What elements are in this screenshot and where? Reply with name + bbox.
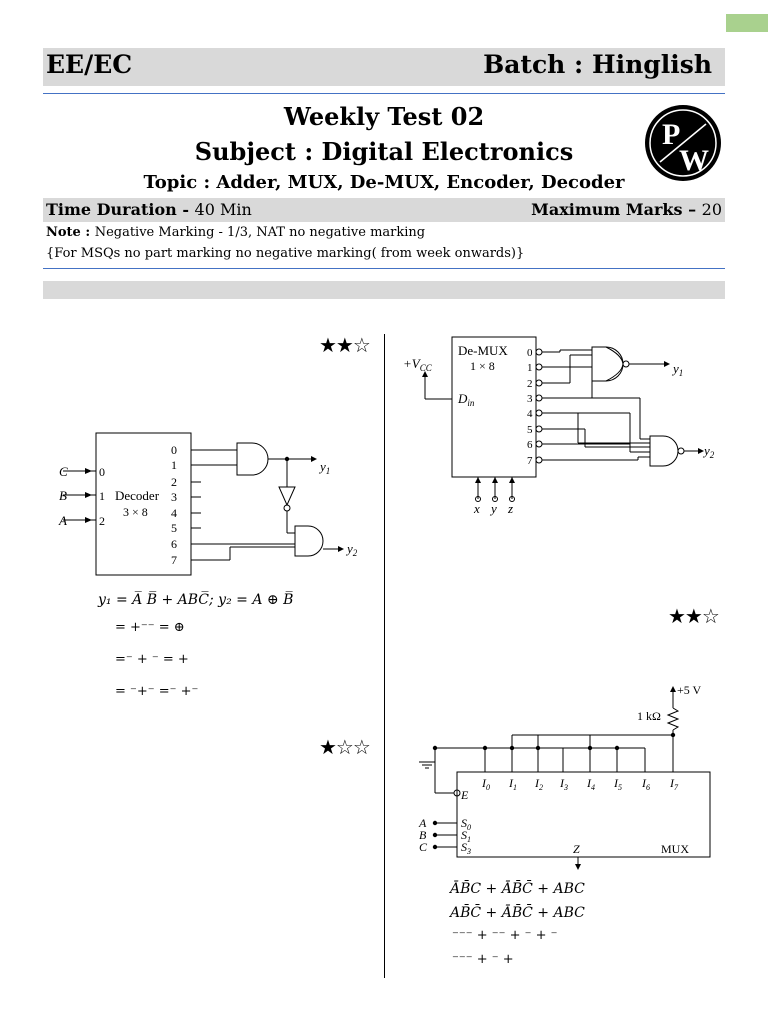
decoder-out-4: 4	[171, 506, 177, 520]
mux-output-z: Z	[573, 842, 580, 856]
mux-select-a: A	[418, 816, 427, 830]
demux-select-z: z	[507, 501, 513, 516]
mux-i6: I6	[641, 776, 650, 792]
demux-vcc: +VCC	[403, 356, 433, 373]
decoder-pin-0: 0	[99, 465, 105, 479]
branch-label: EE/EC	[46, 50, 133, 79]
note-divider	[43, 268, 725, 269]
batch-label: Batch : Hinglish	[483, 50, 712, 79]
section-bar	[43, 281, 725, 299]
mux-s0: S0	[461, 816, 471, 832]
demux-out-0: 0	[527, 347, 533, 359]
demux-name: De-MUX	[458, 343, 508, 358]
mux-name: MUX	[661, 842, 689, 856]
demux-y2: y2	[702, 443, 715, 460]
decoder-size: 3 × 8	[123, 505, 148, 519]
mux-resistor: 1 kΩ	[637, 709, 661, 723]
demux-out-3: 3	[527, 393, 533, 405]
mux-select-b: B	[419, 828, 427, 842]
solution-fragment-4: ⁻⁻⁻ + ⁻⁻ + ⁻ + ⁻	[452, 928, 558, 943]
column-divider	[384, 334, 385, 978]
duration-value: 40 Min	[194, 200, 252, 219]
mux-equation-1: ĀB̄C + ĀB̄C̄ + ABC	[450, 881, 585, 897]
decoder-out-7: 7	[171, 553, 177, 567]
solution-fragment-2: =⁻ + ⁻ = +	[115, 652, 189, 667]
time-duration: Time Duration - 40 Min	[46, 200, 252, 219]
q2-difficulty-stars: ★★☆	[668, 604, 720, 628]
note-text-1: Negative Marking - 1/3, NAT no negative …	[94, 225, 426, 240]
mux-supply: +5 V	[677, 683, 702, 697]
demux-out-2: 2	[527, 378, 533, 390]
demux-out-7: 7	[527, 455, 533, 467]
decoder-input-a: A	[58, 513, 67, 528]
note-label: Note :	[46, 225, 95, 240]
mux-i1: I1	[508, 776, 517, 792]
logo-letter-p: P	[662, 118, 680, 151]
decoder-input-b: B	[59, 488, 67, 503]
demux-select-y: y	[489, 501, 497, 516]
maximum-marks: Maximum Marks – 20	[531, 200, 722, 219]
q3-difficulty-stars: ★☆☆	[319, 735, 371, 759]
header-bar	[43, 48, 725, 86]
demux-circuit: +VCC De-MUX 1 × 8 Din 0 1 2 3 4 5 6 7 x …	[403, 336, 715, 516]
decoder-out-3: 3	[171, 490, 177, 504]
test-title: Weekly Test 02	[283, 102, 485, 131]
mux-equation-2: AB̄C̄ + ĀB̄C̄ + ABC	[450, 905, 585, 921]
mux-s1: S1	[461, 828, 471, 844]
mux-i0: I0	[481, 776, 490, 792]
decoder-name: Decoder	[115, 488, 160, 503]
solution-fragment-3: = ⁻+⁻ =⁻ +⁻	[115, 684, 199, 699]
mux-i5: I5	[613, 776, 622, 792]
decoder-input-c: C	[59, 464, 68, 479]
header-divider	[43, 93, 725, 94]
corner-tab	[726, 14, 768, 32]
q1-difficulty-stars: ★★☆	[319, 333, 371, 357]
topic-title: Topic : Adder, MUX, De-MUX, Encoder, Dec…	[143, 172, 625, 193]
mux-i2: I2	[534, 776, 543, 792]
decoder-equation: y₁ = A̅ B̅ + ABC̅; y₂ = A ⊕ B̅	[98, 592, 294, 608]
mux-select-c: C	[419, 840, 428, 854]
subject-title: Subject : Digital Electronics	[194, 137, 574, 166]
decoder-y1: y1	[318, 459, 330, 476]
demux-out-4: 4	[527, 408, 533, 420]
marks-label: Maximum Marks –	[531, 200, 702, 219]
demux-out-6: 6	[527, 439, 533, 451]
decoder-out-5: 5	[171, 521, 177, 535]
demux-size: 1 × 8	[470, 359, 495, 373]
decoder-out-6: 6	[171, 537, 177, 551]
decoder-out-2: 2	[171, 475, 177, 489]
demux-din: Din	[457, 391, 475, 408]
decoder-y2: y2	[345, 541, 358, 558]
demux-y1: y1	[671, 361, 683, 378]
demux-select-x: x	[473, 501, 480, 516]
decoder-out-0: 0	[171, 443, 177, 457]
mux-i7: I7	[669, 776, 679, 792]
mux-circuit: +5 V 1 kΩ E I0 I1 I2 I3 I4 I5 I6 I7 A B …	[418, 683, 711, 870]
decoder-pin-2: 2	[99, 514, 105, 528]
solution-fragment-1: = +⁻⁻ = ⊕	[115, 620, 185, 635]
marks-value: 20	[701, 200, 722, 219]
decoder-out-1: 1	[171, 458, 177, 472]
mux-i3: I3	[559, 776, 568, 792]
demux-out-1: 1	[527, 362, 533, 374]
info-bar	[43, 198, 725, 222]
decoder-pin-1: 1	[99, 489, 105, 503]
pw-logo: P W	[645, 105, 721, 181]
note-line-1: Note : Negative Marking - 1/3, NAT no ne…	[46, 225, 425, 240]
mux-enable: E	[460, 788, 469, 802]
mux-i4: I4	[586, 776, 595, 792]
mux-s3: S3	[461, 840, 471, 856]
logo-letter-w: W	[679, 144, 709, 177]
solution-fragment-5: ⁻⁻⁻ + ⁻ +	[452, 952, 514, 967]
demux-out-5: 5	[527, 424, 533, 436]
note-line-2: {For MSQs no part marking no negative ma…	[46, 246, 525, 261]
decoder-circuit: C B A 0 1 2 0 1 2 3 4 5 6 7 Decoder 3 × …	[58, 432, 358, 576]
duration-label: Time Duration -	[46, 200, 195, 219]
